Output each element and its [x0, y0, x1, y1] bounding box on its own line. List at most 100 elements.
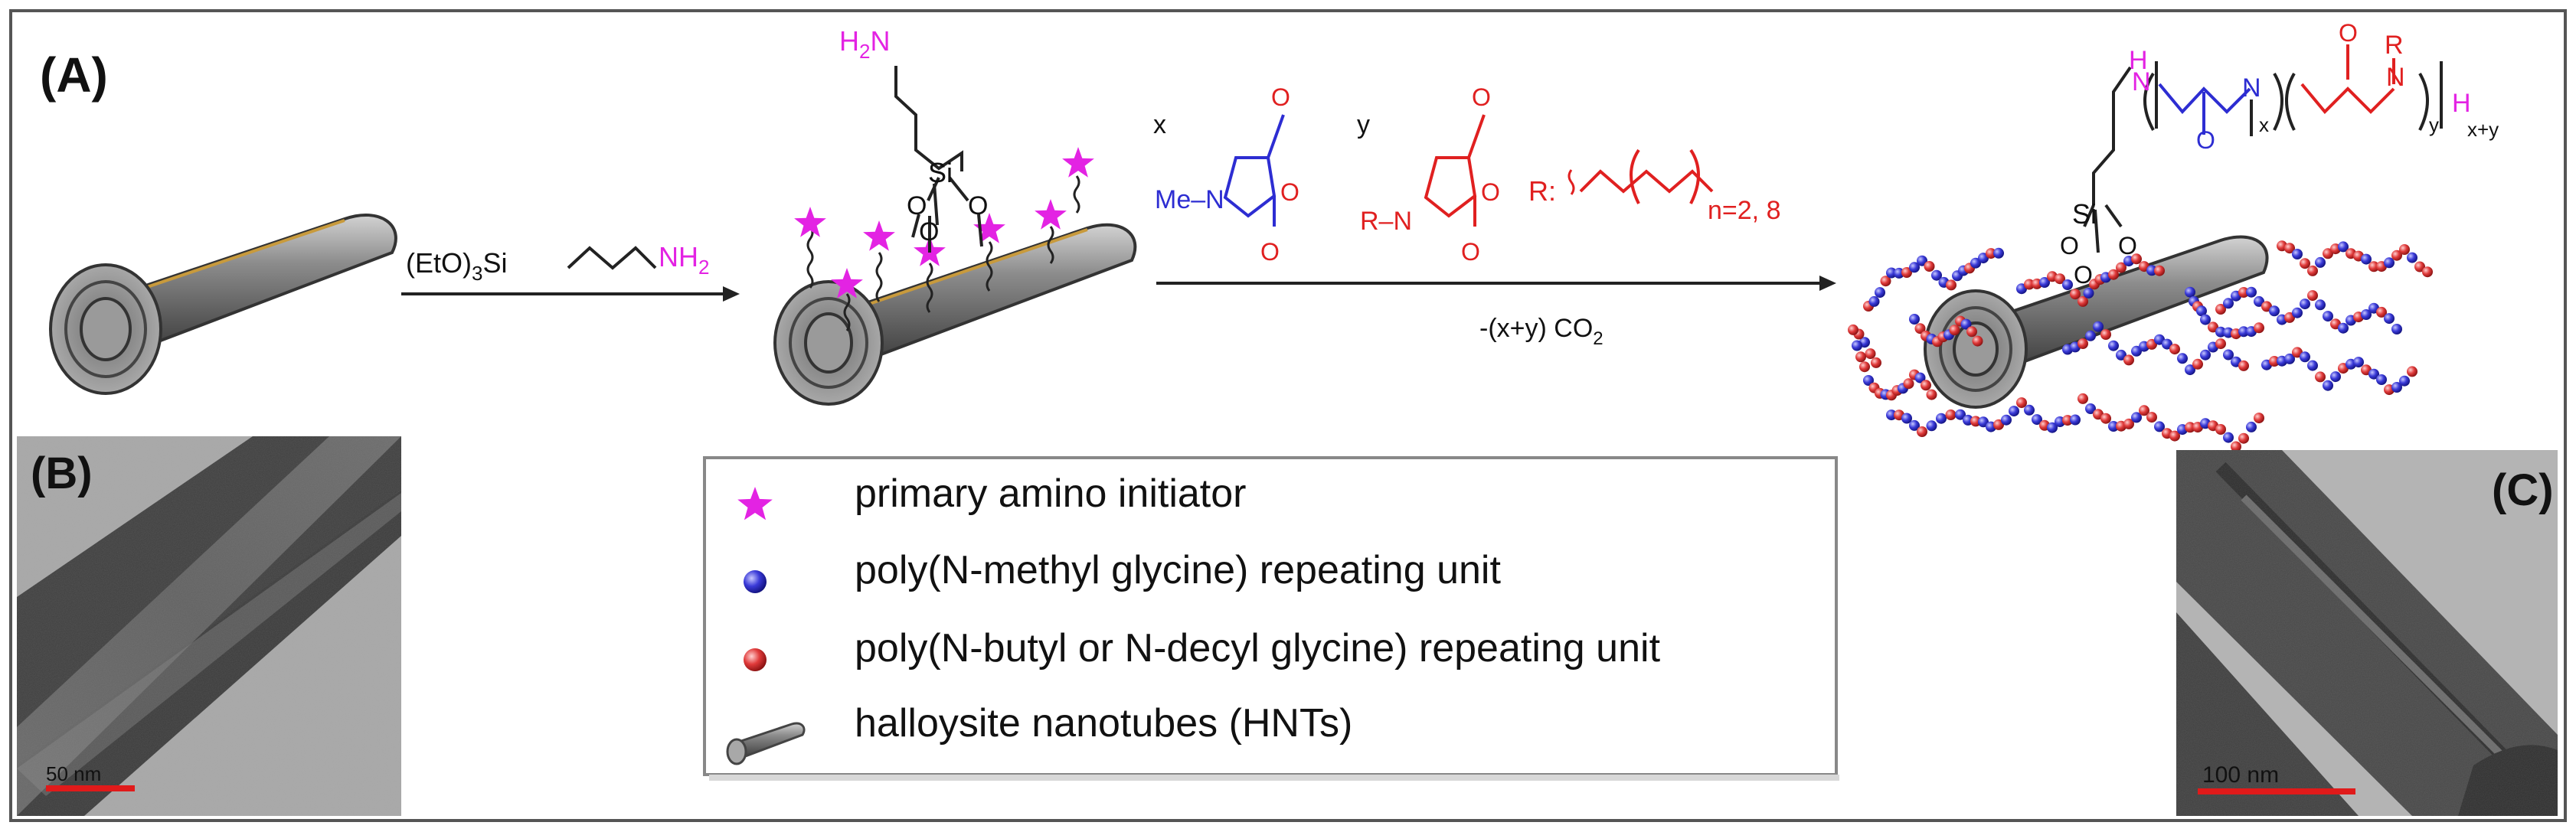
- product-xy-index: x+y: [2467, 118, 2499, 141]
- surface-o-right: O: [968, 191, 988, 220]
- nalkyl-bead: [2185, 422, 2195, 433]
- nalkyl-bead: [1970, 416, 1981, 427]
- surface-amine: H2N: [839, 25, 890, 63]
- nalkyl-bead: [2016, 397, 2027, 409]
- nmg-bead: [2368, 368, 2379, 380]
- nmg-bead: [2254, 295, 2264, 307]
- nmg-bead: [2162, 338, 2172, 350]
- nmg-me-n: Me–N: [1155, 185, 1224, 214]
- scale-label-c: 100 nm: [2202, 762, 2279, 788]
- product-end-h: H: [2452, 89, 2471, 118]
- nalkyl-carbonyl-o1: O: [1472, 83, 1491, 111]
- nmg-bead: [2292, 307, 2303, 318]
- legend-label-initiator: primary amino initiator: [855, 471, 1247, 516]
- nalkyl-bead: [2422, 266, 2433, 278]
- nalkyl-bead: [1946, 279, 1957, 291]
- nmg-bead: [2154, 421, 2165, 432]
- r-group-chain: [1568, 148, 1714, 204]
- legend-label-nmg: poly(N-methyl glycine) repeating unit: [855, 548, 1501, 592]
- aminated-halloysite-nanotube: [773, 175, 1137, 406]
- nalkyl-nca-ring: [1424, 114, 1486, 227]
- nmg-bead: [2177, 353, 2188, 364]
- nalkyl-bead: [2062, 415, 2073, 426]
- nmg-bead: [2108, 421, 2119, 432]
- reaction-arrow-polymerization: [1156, 276, 1836, 291]
- product-r: R: [2385, 31, 2404, 60]
- nmg-bead: [2238, 326, 2249, 338]
- nalkyl-bead: [2169, 430, 2180, 442]
- nmg-bead: [1955, 409, 1966, 420]
- nalkyl-bead: [2323, 248, 2333, 259]
- nalkyl-bead: [1859, 361, 1870, 373]
- nmg-bead: [1909, 262, 1920, 273]
- nalkyl-bead: [1855, 351, 1866, 363]
- nalkyl-bead: [2399, 244, 2410, 255]
- legend-label-nalkyl: poly(N-butyl or N-decyl glycine) repeati…: [855, 626, 1661, 670]
- nmg-bead: [2300, 299, 2310, 310]
- nalkyl-bead: [2238, 360, 2249, 371]
- nalkyl-bead: [2215, 338, 2226, 350]
- nalkyl-bead: [2307, 290, 2318, 302]
- nalkyl-r-n: R–N: [1360, 207, 1412, 236]
- nalkyl-bead: [2116, 262, 2127, 273]
- nalkyl-bead: [2231, 441, 2241, 452]
- nalkyl-bead: [1903, 378, 1914, 390]
- nmg-bead: [2246, 421, 2257, 432]
- r-group-range: n=2, 8: [1708, 196, 1780, 225]
- product-nmg-n: N: [2242, 73, 2261, 103]
- nmg-bead: [1917, 255, 1927, 266]
- nalkyl-bead: [2208, 321, 2218, 333]
- nmg-bead: [2083, 287, 2094, 299]
- nalkyl-bead: [2131, 253, 2142, 265]
- nmg-bead: [2353, 357, 2364, 368]
- nmg-bead: [1936, 413, 1947, 424]
- nmg-bead: [1978, 416, 1989, 428]
- nalkyl-bead: [1914, 323, 1926, 334]
- nmg-bead: [1875, 287, 1885, 299]
- nmg-bead: [1863, 375, 1874, 386]
- nmg-bead: [2047, 422, 2058, 433]
- nmg-bead: [2223, 298, 2234, 309]
- nalkyl-bead: [2407, 366, 2417, 377]
- nmg-bead: [2391, 324, 2402, 334]
- nmg-bead: [1914, 372, 1926, 383]
- nalkyl-bead: [2100, 329, 2111, 340]
- nmg-bead: [2001, 414, 2012, 426]
- nmg-bead: [2116, 349, 2127, 361]
- nmg-bead: [2085, 403, 2096, 414]
- polymer-bead-chains: [1848, 240, 2433, 452]
- co2-byproduct: -(x+y) CO2: [1479, 314, 1603, 349]
- panel-label-b: (B): [31, 449, 93, 498]
- surface-o-left: O: [907, 191, 927, 220]
- nmg-bead: [1886, 267, 1897, 279]
- nmg-bead: [2200, 314, 2211, 325]
- nalkyl-bead: [2154, 265, 2165, 276]
- nmg-bead: [2307, 360, 2318, 371]
- nmg-bead: [2338, 241, 2349, 253]
- nalkyl-bead: [1901, 267, 1912, 278]
- nalkyl-bead: [2077, 338, 2088, 349]
- nmg-bead: [2391, 382, 2402, 393]
- nmg-bead: [1960, 318, 1972, 330]
- grafted-halloysite-nanotube: [1924, 235, 2269, 409]
- nmg-bead: [2284, 353, 2295, 364]
- tem-micrograph-b: [17, 436, 401, 816]
- nalkyl-bead: [1993, 419, 2004, 430]
- nmg-bead: [2315, 256, 2326, 268]
- nalkyl-bead: [2269, 356, 2280, 367]
- nmg-bead: [2039, 277, 2050, 288]
- nalkyl-bead: [2391, 250, 2402, 261]
- nmg-bead: [1909, 314, 1920, 325]
- nalkyl-bead: [2414, 261, 2425, 272]
- nmg-bead: [1931, 269, 1942, 281]
- panel-label-a: (A): [40, 47, 108, 103]
- nalkyl-bead: [2315, 371, 2326, 383]
- nmg-bead: [2009, 406, 2019, 417]
- nmg-bead: [2361, 253, 2372, 265]
- nmg-bead: [2323, 311, 2333, 322]
- nmg-bead: [1970, 257, 1981, 269]
- product-si: Si: [2072, 198, 2097, 230]
- nalkyl-bead: [2108, 269, 2119, 280]
- surface-o-center: O: [919, 217, 939, 246]
